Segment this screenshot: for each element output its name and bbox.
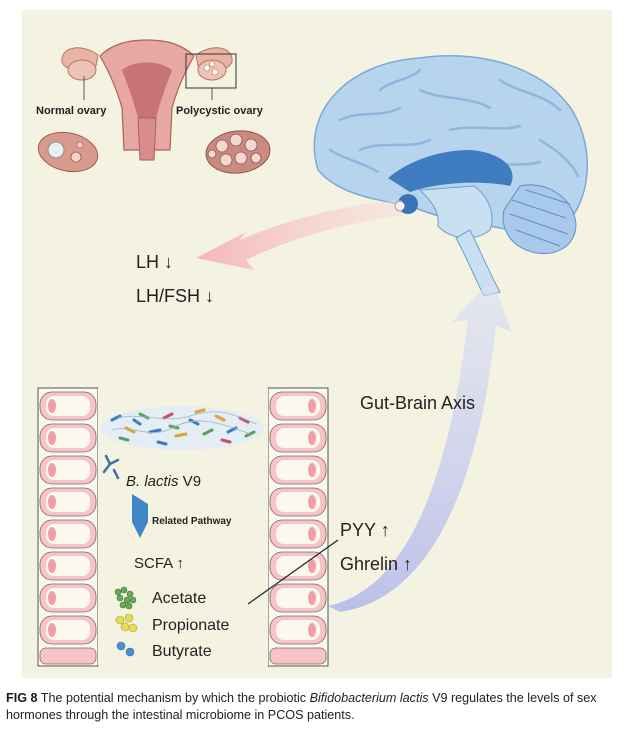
figure-caption: FIG 8 The potential mechanism by which t… xyxy=(6,690,630,724)
normal-ovary-label: Normal ovary xyxy=(36,105,107,117)
b-lactis-label: B. lactis V9 xyxy=(126,473,201,490)
lh-fsh-label: LH/FSH ↓ xyxy=(136,286,214,306)
figure-label: FIG 8 xyxy=(6,691,38,705)
related-pathway-label: Related Pathway xyxy=(152,516,232,527)
acetate-icon xyxy=(114,586,137,610)
lh-label: LH ↓ xyxy=(136,252,173,272)
caption-species: Bifidobacterium lactis xyxy=(309,691,429,705)
caption-text-before: The potential mechanism by which the pro… xyxy=(37,691,310,705)
pathway-arrow xyxy=(132,494,148,538)
lavender-arrow xyxy=(328,278,512,612)
connector-line xyxy=(247,539,339,605)
caption-text-after: V9 regulates the levels of sex hormones … xyxy=(6,691,597,722)
polycystic-ovary-label: Polycystic ovary xyxy=(176,105,264,117)
normal-ovary-image xyxy=(37,131,99,173)
propionate-label: Propionate xyxy=(152,617,229,634)
pyy-label: PYY ↑ xyxy=(340,520,390,540)
microbiome-cluster xyxy=(100,406,264,450)
ghrelin-label: Ghrelin ↑ xyxy=(340,554,412,574)
intestine-right-wall xyxy=(267,387,329,667)
intestine-left-wall xyxy=(37,387,99,667)
butyrate-label: Butyrate xyxy=(152,643,212,660)
uterus-illustration xyxy=(61,39,237,161)
polycystic-ovary-image xyxy=(205,130,271,174)
scfa-label: SCFA ↑ xyxy=(134,555,184,572)
acetate-label: Acetate xyxy=(152,590,206,607)
brain-illustration xyxy=(313,55,588,297)
propionate-icon xyxy=(115,613,138,633)
butyrate-icon xyxy=(116,641,135,657)
gut-brain-axis-label: Gut-Brain Axis xyxy=(360,393,475,413)
pink-arrow xyxy=(196,200,402,270)
b-lactis-icon xyxy=(102,454,120,480)
